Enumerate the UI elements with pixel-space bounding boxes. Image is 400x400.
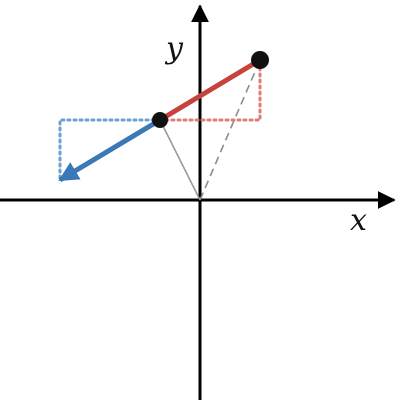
blue-component-dotted-lines <box>58 118 162 182</box>
red-vector <box>157 57 263 123</box>
red-component-dotted-lines <box>158 58 262 122</box>
y-axis-label: y <box>164 31 184 66</box>
origin-to-p1-line <box>159 119 201 201</box>
origin-to-p2-dashed-line <box>199 59 261 201</box>
point-p2 <box>251 51 269 69</box>
x-axis-label: x <box>350 203 367 238</box>
blue-vector <box>58 117 162 183</box>
point-p1 <box>152 112 168 128</box>
